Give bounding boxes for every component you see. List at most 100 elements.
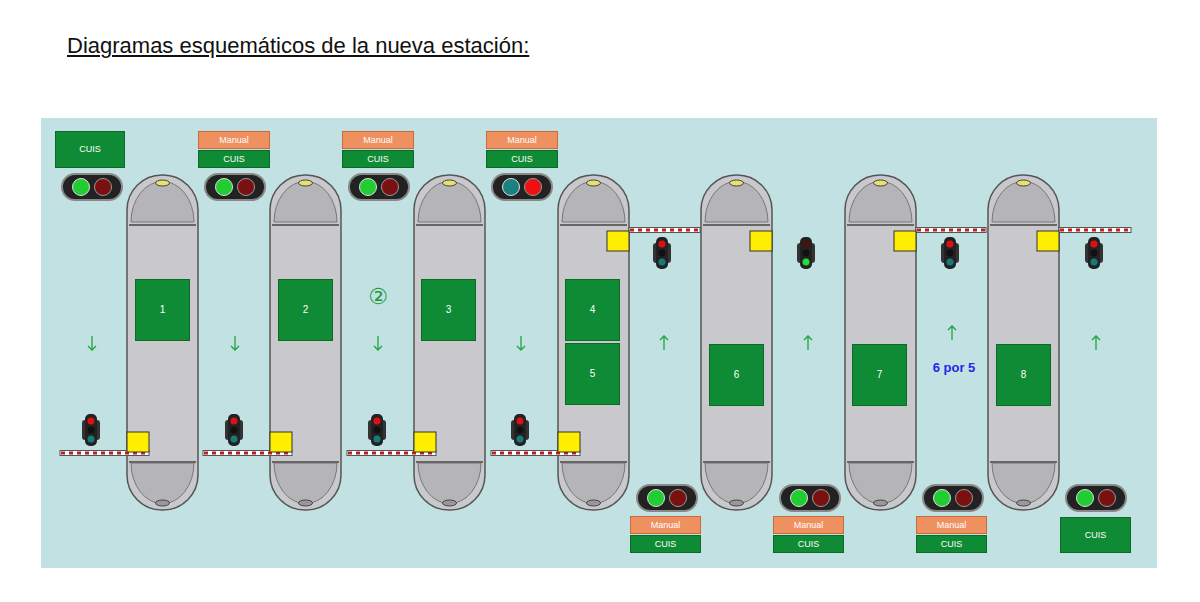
end-lamp xyxy=(730,180,744,186)
node-text: 2 xyxy=(303,305,309,315)
barrier-post xyxy=(414,432,436,452)
note-text: 6 por 5 xyxy=(933,361,976,374)
platform-cap xyxy=(562,463,625,504)
end-lamp xyxy=(730,500,744,506)
node-text: CUIS xyxy=(655,540,677,549)
node-text: Manual xyxy=(219,136,249,145)
light-lamp xyxy=(88,427,95,434)
direction-arrow xyxy=(804,336,812,350)
signal-body xyxy=(62,174,122,200)
platform-cap xyxy=(131,181,194,222)
node-text: 1 xyxy=(160,305,166,315)
traffic-light xyxy=(511,414,529,446)
platform-number-box: 7 xyxy=(852,344,907,406)
page-title: Diagramas esquemáticos de la nueva estac… xyxy=(67,33,529,59)
light-lamp xyxy=(374,418,381,425)
node-text: CUIS xyxy=(1085,531,1107,540)
barrier-post xyxy=(894,231,916,251)
barrier-post xyxy=(270,432,292,452)
platform-body xyxy=(845,175,916,510)
signal-lamp xyxy=(1077,490,1094,507)
light-lamp xyxy=(88,418,95,425)
signal-head xyxy=(637,485,697,511)
platform-cap xyxy=(992,463,1055,504)
arrow-head xyxy=(517,346,525,350)
traffic-light xyxy=(82,414,100,446)
end-lamp xyxy=(443,180,457,186)
system-tag: CUIS xyxy=(198,150,270,168)
end-lamp xyxy=(587,180,601,186)
barrier-stripes xyxy=(917,229,985,232)
signal-lamp xyxy=(525,179,542,196)
signal-body xyxy=(923,485,983,511)
light-lamp xyxy=(803,250,810,257)
system-tag: CUIS xyxy=(630,535,701,553)
arrow-shaft xyxy=(91,336,92,350)
platform-edge xyxy=(990,224,1057,226)
platform-number-box: 1 xyxy=(135,279,190,341)
direction-arrow xyxy=(1092,336,1100,350)
end-lamp xyxy=(874,180,888,186)
signal-lamp xyxy=(648,490,665,507)
signal-lamp xyxy=(934,490,951,507)
node-text: Manual xyxy=(507,136,537,145)
direction-arrow xyxy=(88,336,96,350)
platform-cap xyxy=(418,463,481,504)
callout-number: ② xyxy=(368,286,388,308)
node-text: Manual xyxy=(651,521,681,530)
signal-head xyxy=(62,174,122,200)
light-lamp xyxy=(374,427,381,434)
platform-cap xyxy=(705,463,768,504)
arrow-shaft xyxy=(807,336,808,350)
signal-lamp xyxy=(238,179,255,196)
platform-edge xyxy=(272,224,339,226)
light-lamp xyxy=(1091,250,1098,257)
light-lamp xyxy=(231,427,238,434)
light-lamp xyxy=(88,436,95,443)
system-tag: CUIS xyxy=(342,150,414,168)
node-text: CUIS xyxy=(79,145,101,154)
arrow-shaft xyxy=(234,336,235,350)
barrier-post xyxy=(558,432,580,452)
light-lamp xyxy=(517,427,524,434)
direction-arrow xyxy=(660,336,668,350)
end-lamp xyxy=(299,500,313,506)
arrow-head xyxy=(374,346,382,350)
traffic-light xyxy=(653,237,671,269)
direction-arrow xyxy=(517,336,525,350)
traffic-light xyxy=(368,414,386,446)
end-lamp xyxy=(1017,180,1031,186)
end-lamp xyxy=(874,500,888,506)
platform-edge xyxy=(416,224,483,226)
traffic-light xyxy=(941,237,959,269)
signal-lamp xyxy=(670,490,687,507)
signal-head xyxy=(205,174,265,200)
direction-arrow xyxy=(374,336,382,350)
end-lamp xyxy=(299,180,313,186)
platform-cap xyxy=(274,181,337,222)
platform-edge xyxy=(847,224,914,226)
barrier-post xyxy=(750,231,772,251)
arrow-head xyxy=(948,326,956,330)
signal-head xyxy=(923,485,983,511)
platform-edge xyxy=(560,224,627,226)
node-text: 8 xyxy=(1021,370,1027,380)
platform-body xyxy=(988,175,1059,510)
light-body xyxy=(228,414,240,446)
light-lamp xyxy=(659,259,666,266)
platform-edge xyxy=(129,461,196,463)
light-lamp xyxy=(659,250,666,257)
signal-lamp xyxy=(1099,490,1116,507)
system-tag: CUIS xyxy=(916,535,987,553)
signal-lamp xyxy=(956,490,973,507)
barrier-post xyxy=(127,432,149,452)
platform-track xyxy=(988,175,1059,510)
platform-cap xyxy=(131,463,194,504)
barrier-arm xyxy=(1059,228,1131,233)
traffic-light xyxy=(225,414,243,446)
light-lamp xyxy=(374,436,381,443)
end-lamp xyxy=(156,180,170,186)
signal-body xyxy=(780,485,840,511)
platform-cap xyxy=(705,181,768,222)
